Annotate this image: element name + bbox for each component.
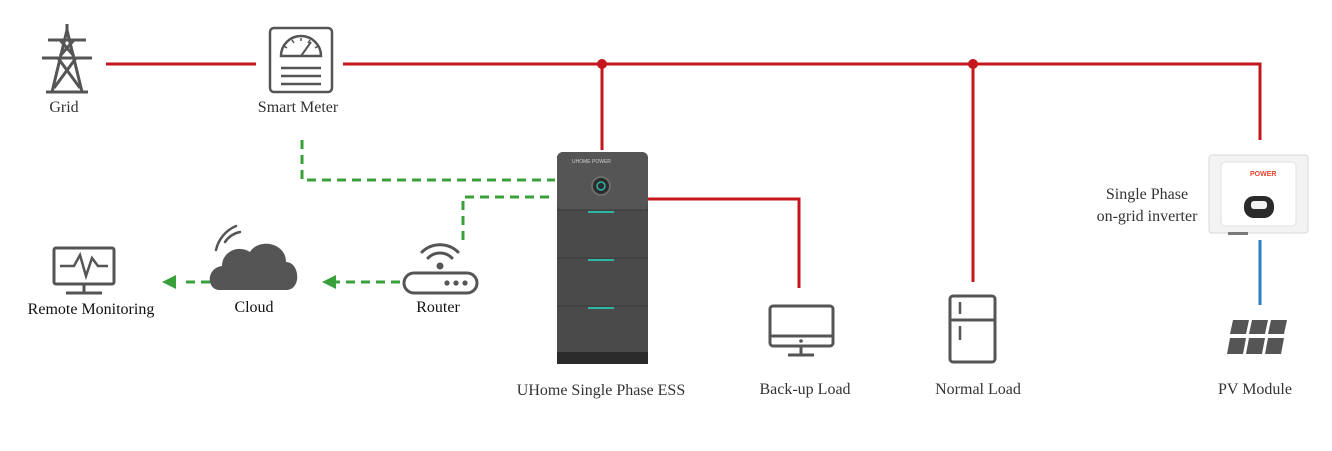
wifi-router-icon	[402, 243, 479, 295]
arrow-to-monitoring	[162, 275, 176, 289]
pv-module-label: PV Module	[1218, 381, 1292, 398]
ess-label: UHome Single Phase ESS	[516, 382, 686, 399]
inverter-label-line2: on-grid inverter	[1096, 208, 1198, 225]
inverter-label-line1: Single Phase	[1105, 186, 1189, 203]
communication-lines	[180, 140, 555, 284]
transmission-tower-icon	[42, 24, 92, 94]
monitoring-screen-icon	[52, 246, 116, 295]
smart-meter-label: Smart Meter	[257, 99, 339, 116]
bus-junction-dot	[968, 59, 978, 69]
normal-load-label: Normal Load	[935, 381, 1021, 398]
bus-junction-dot	[597, 59, 607, 69]
router-to-ess-comm-line	[461, 195, 555, 240]
inverter-brand-text: POWER	[1250, 171, 1276, 178]
inverter-unit: POWER	[1208, 154, 1309, 235]
cloud-label: Cloud	[234, 299, 274, 316]
router-label: Router	[416, 299, 460, 316]
cloud-icon	[209, 224, 298, 290]
backup-load-label: Back-up Load	[759, 381, 851, 398]
refrigerator-icon	[948, 294, 997, 364]
grid-label: Grid	[49, 99, 79, 116]
ess-to-backup-line	[648, 197, 801, 288]
meter-to-ess-comm-line	[300, 140, 555, 182]
ess-power-button-icon	[591, 176, 611, 196]
remote-monitoring-label: Remote Monitoring	[27, 301, 155, 318]
monitor-icon	[768, 304, 835, 357]
power-lines	[106, 62, 1262, 288]
main-bus-line	[343, 62, 1262, 140]
arrow-to-cloud	[322, 275, 336, 289]
meter-gauge-icon	[268, 26, 334, 94]
ess-brand-text: UHOME POWER	[572, 159, 611, 165]
solar-panel-icon	[1227, 320, 1287, 354]
ess-cabinet: UHOME POWER	[557, 152, 648, 364]
